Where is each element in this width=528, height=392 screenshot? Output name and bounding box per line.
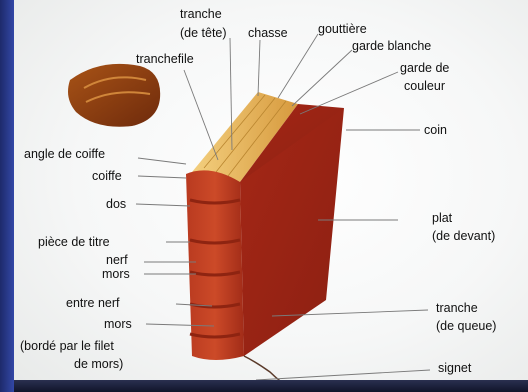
label-piece-de-titre: pièce de titre	[38, 235, 110, 249]
label-dos: dos	[106, 197, 126, 211]
screen-bottom-edge	[14, 380, 528, 392]
label-coin: coin	[424, 123, 447, 137]
tranchefile-detail	[68, 64, 160, 127]
spine	[186, 170, 244, 360]
label-garde-couleur: garde de	[400, 61, 449, 75]
label-borde: (bordé par le filet	[20, 339, 114, 353]
label-plat-sub: (de devant)	[432, 229, 495, 243]
label-tranchefile: tranchefile	[136, 52, 194, 66]
label-plat: plat	[432, 211, 453, 225]
label-tranche-tete-sub: (de tête)	[180, 26, 227, 40]
label-borde-sub: de mors)	[74, 357, 123, 371]
label-garde-blanche: garde blanche	[352, 39, 431, 53]
label-tranche-queue-sub: (de queue)	[436, 319, 496, 333]
label-mors-2: mors	[104, 317, 132, 331]
label-garde-couleur-sub: couleur	[404, 79, 445, 93]
label-signet: signet	[438, 361, 472, 375]
label-entre-nerf: entre nerf	[66, 296, 120, 310]
label-mors: mors	[102, 267, 130, 281]
label-nerf: nerf	[106, 253, 128, 267]
label-chasse: chasse	[248, 26, 288, 40]
label-angle-de-coiffe: angle de coiffe	[24, 147, 105, 161]
book-illustration	[186, 92, 344, 384]
label-gouttiere: gouttière	[318, 22, 367, 36]
label-tranche-queue: tranche	[436, 301, 478, 315]
label-tranche-tete: tranche	[180, 7, 222, 21]
label-coiffe: coiffe	[92, 169, 122, 183]
